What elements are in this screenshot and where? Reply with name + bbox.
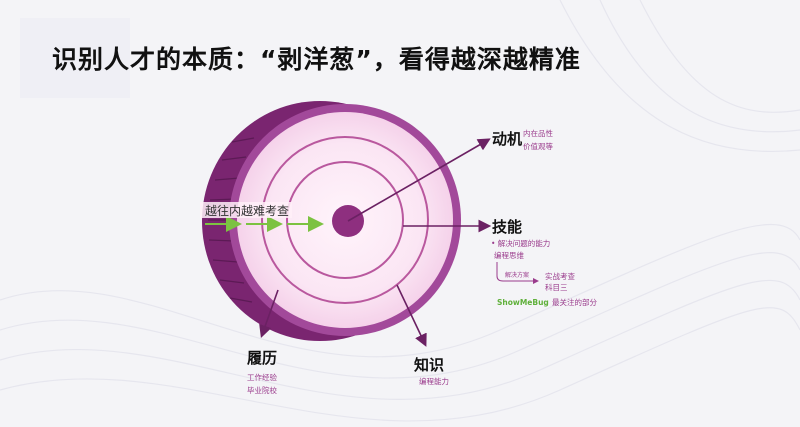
ring-motivation	[286, 161, 404, 279]
direction-label-bg	[200, 202, 292, 218]
label-brand: ShowMeBug	[497, 298, 549, 307]
label-skill-title: 技能	[492, 218, 522, 236]
decor-block	[20, 18, 130, 98]
arrow-knowledge	[396, 284, 427, 347]
label-knowledge-line1: 编程能力	[419, 376, 449, 386]
arrow-motivation	[347, 138, 491, 222]
label-exam-line2: 科目三	[545, 282, 568, 292]
arrow-resume	[259, 289, 279, 339]
direction-label: 越往内越难考查	[205, 203, 289, 218]
label-solution: 解决方案	[505, 271, 529, 279]
page-title: 识别人才的本质：“剥洋葱”，看得越深越精准	[52, 45, 581, 74]
arrow-solution	[496, 262, 539, 284]
label-resume-title: 履历	[246, 349, 277, 367]
label-knowledge-title: 知识	[414, 356, 444, 374]
label-resume-line1: 工作经验	[247, 372, 277, 382]
label-exam-line1: 实战考查	[545, 271, 575, 281]
label-resume-line2: 毕业院校	[247, 385, 277, 395]
label-skill-bullet: • 解决问题的能力	[491, 238, 550, 248]
label-focus: 最关注的部分	[552, 297, 597, 307]
label-motivation-line1: 内在品性	[523, 128, 553, 138]
label-skill-sub: 编程思维	[494, 250, 524, 260]
label-motivation-title: 动机	[492, 130, 522, 148]
label-motivation-line2: 价值观等	[523, 141, 553, 151]
ring-skill	[261, 136, 429, 304]
